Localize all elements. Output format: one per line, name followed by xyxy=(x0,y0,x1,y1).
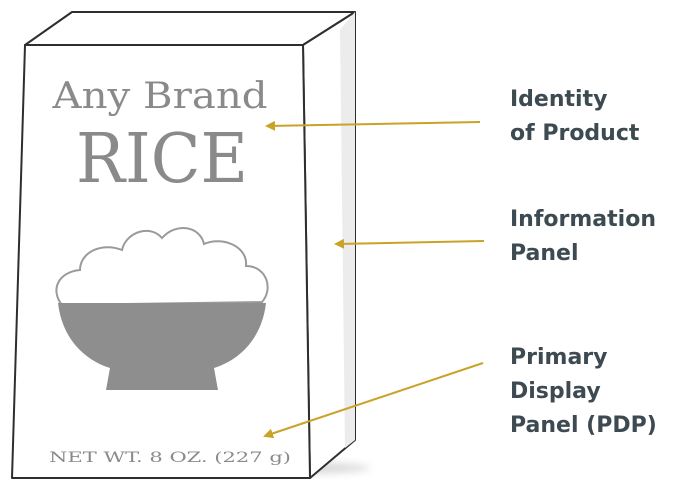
product-name: RICE xyxy=(76,120,248,199)
net-weight: NET WT. 8 OZ. (227 g) xyxy=(49,450,291,466)
box-side-shading xyxy=(340,12,355,448)
label-information-line1: Information xyxy=(510,207,656,232)
identity-arrow xyxy=(265,120,481,131)
label-identity-line2: of Product xyxy=(510,121,640,146)
pdp-arrow xyxy=(263,362,484,439)
label-pdp-line1: Primary xyxy=(510,345,607,370)
brand-name: Any Brand xyxy=(51,76,267,117)
rice-mound-outline xyxy=(55,226,269,307)
information-arrow xyxy=(334,238,485,249)
rice-bowl xyxy=(58,303,266,390)
box-top-face xyxy=(24,11,356,46)
label-pdp-line2: Display xyxy=(510,379,601,404)
label-pdp-line3: Panel (PDP) xyxy=(510,413,657,438)
label-identity-line1: Identity xyxy=(510,87,607,112)
label-information-line2: Panel xyxy=(510,241,579,266)
